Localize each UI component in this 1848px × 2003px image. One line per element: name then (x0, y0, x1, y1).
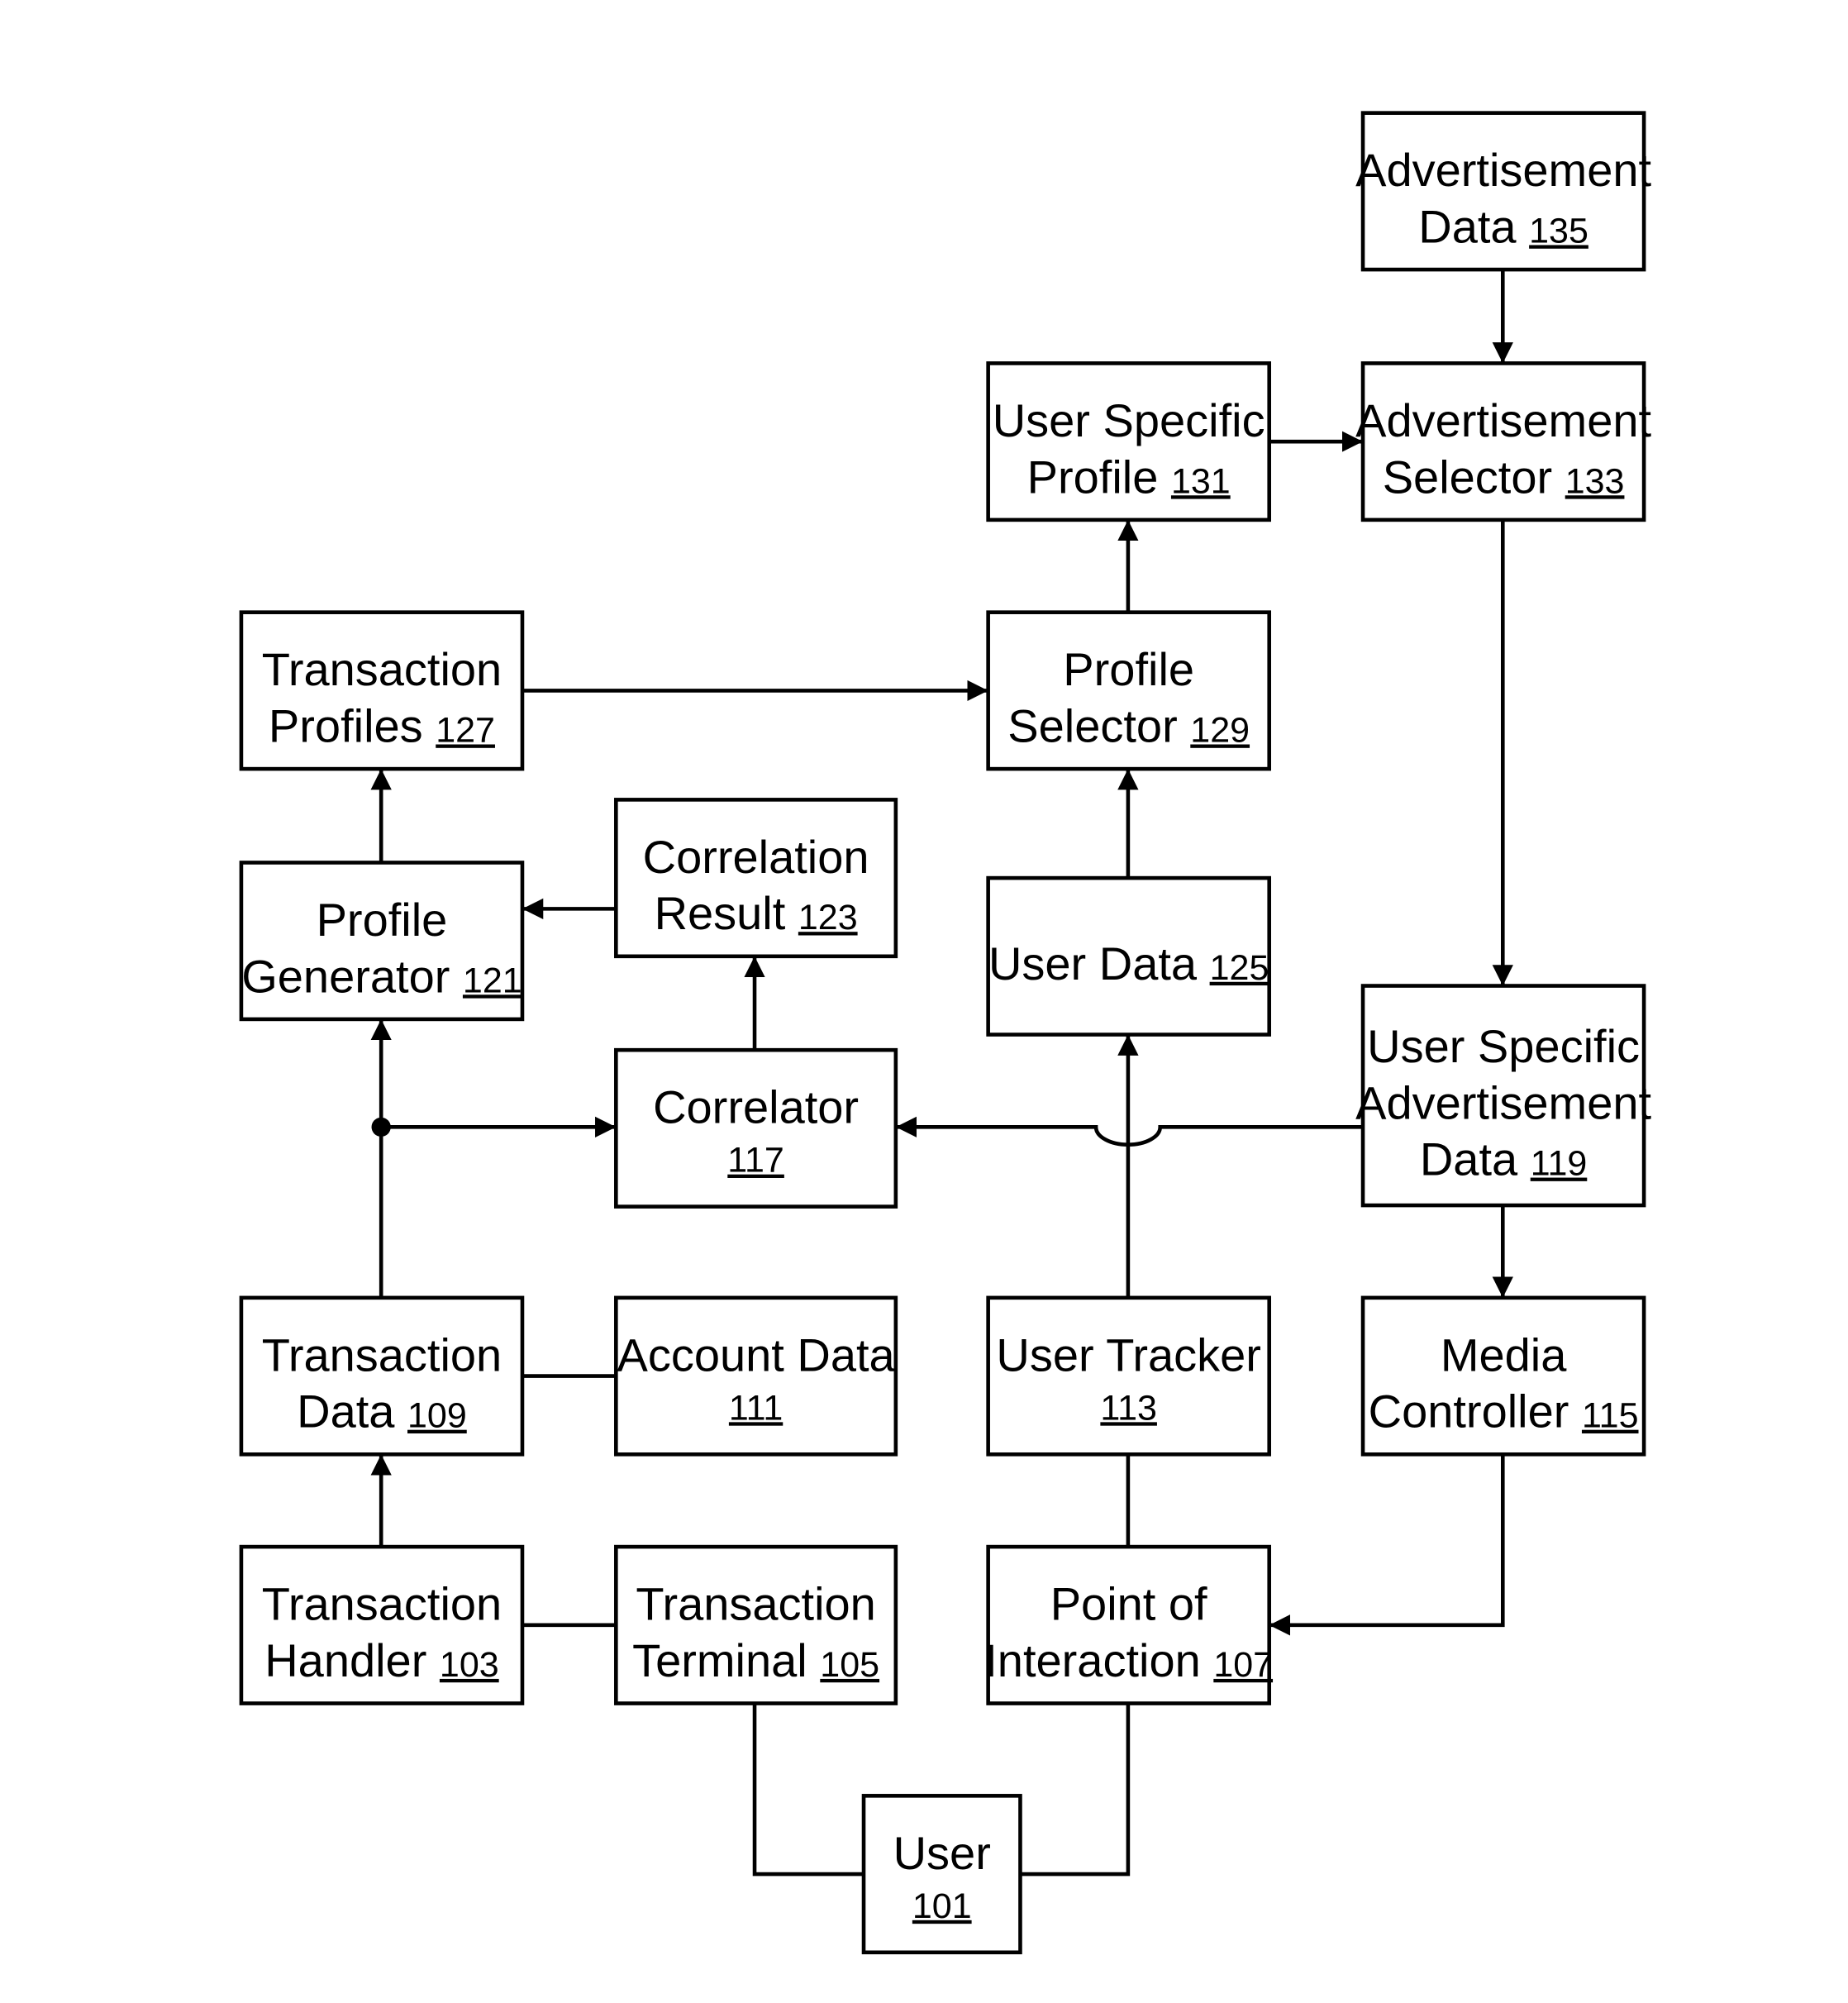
advertisement-selector-ref-number: 133 (1565, 461, 1625, 501)
connector-media-controller-to-point-of-interaction (1269, 1454, 1503, 1625)
user-ref-number: 101 (912, 1886, 972, 1926)
point-of-interaction-label-line: Point of (1050, 1578, 1207, 1630)
transaction-profiles-ref-number: 127 (436, 711, 495, 751)
advertisement-selector-label-line: Advertisement (1355, 394, 1651, 446)
advertisement-data-label-line: Advertisement (1355, 144, 1651, 196)
transaction-handler-label-line: Transaction (262, 1578, 502, 1630)
user-specific-advertisement-data-label-line: Advertisement (1355, 1076, 1651, 1128)
media-controller-ref-number: 115 (1582, 1396, 1639, 1436)
profile-selector-label-line: Profile (1063, 643, 1194, 695)
diagram-blocks: AdvertisementData 135User SpecificProfil… (241, 113, 1652, 1953)
transaction-terminal-ref-number: 105 (820, 1645, 879, 1685)
correlation-result-label-line: Correlation (643, 831, 869, 883)
block-account-data: Account Data 111 (616, 1298, 896, 1454)
user-label-line: User (893, 1827, 991, 1879)
block-transaction-terminal: TransactionTerminal 105 (616, 1547, 896, 1703)
correlator-label-line: Correlator (653, 1081, 859, 1133)
block-user-tracker: User Tracker 113 (988, 1298, 1269, 1454)
block-correlator: Correlator 117 (616, 1050, 896, 1206)
block-transaction-data: TransactionData 109 (241, 1298, 522, 1454)
block-user-specific-profile: User SpecificProfile 131 (988, 363, 1269, 519)
transaction-handler-ref-number: 103 (440, 1645, 499, 1685)
profile-generator-label-line: Profile (317, 894, 448, 946)
connection-lines (372, 269, 1503, 1874)
block-transaction-handler: TransactionHandler 103 (241, 1547, 522, 1703)
transaction-terminal-label-line: Transaction (636, 1578, 876, 1630)
block-user-specific-advertisement-data: User SpecificAdvertisementData 119 (1355, 986, 1651, 1206)
block-user: User 101 (864, 1796, 1020, 1952)
connector-point-of-interaction-to-user (1020, 1704, 1127, 1875)
media-controller-label-line: Media (1441, 1328, 1567, 1381)
user-specific-profile-label-line: User Specific (993, 394, 1265, 446)
user-tracker-ref-number: 113 (1100, 1388, 1157, 1428)
block-profile-selector: ProfileSelector 129 (988, 613, 1269, 769)
advertisement-data-ref-number: 135 (1529, 211, 1588, 250)
block-media-controller: MediaController 115 (1363, 1298, 1644, 1454)
user-specific-advertisement-data-label-line: User Specific (1367, 1020, 1640, 1072)
transaction-data-ref-number: 109 (407, 1396, 467, 1436)
junction-dot (372, 1118, 391, 1137)
transaction-profiles-label-line: Transaction (262, 643, 502, 695)
profile-generator-ref-number: 121 (463, 961, 522, 1000)
user-tracker-label-line: User Tracker (996, 1328, 1261, 1381)
block-advertisement-selector: AdvertisementSelector 133 (1355, 363, 1651, 519)
account-data-label-line: Account Data (617, 1328, 895, 1381)
point-of-interaction-ref-number: 107 (1213, 1645, 1273, 1685)
block-profile-generator: ProfileGenerator 121 (241, 862, 522, 1018)
user-specific-profile-ref-number: 131 (1171, 461, 1231, 501)
block-transaction-profiles: TransactionProfiles 127 (241, 613, 522, 769)
block-point-of-interaction: Point ofInteraction 107 (984, 1547, 1273, 1703)
block-user-data: User Data 125 (988, 878, 1269, 1034)
block-advertisement-data: AdvertisementData 135 (1355, 113, 1651, 269)
correlator-ref-number: 117 (727, 1141, 784, 1180)
profile-selector-ref-number: 129 (1190, 711, 1250, 751)
block-correlation-result: CorrelationResult 123 (616, 799, 896, 956)
user-specific-advertisement-data-ref-number: 119 (1531, 1144, 1588, 1184)
connector-transaction-terminal-to-user (755, 1704, 864, 1875)
user-data-ref-number: 125 (1210, 948, 1269, 988)
account-data-ref-number: 111 (729, 1388, 783, 1428)
transaction-data-label-line: Transaction (262, 1328, 502, 1381)
correlation-result-ref-number: 123 (798, 898, 858, 937)
